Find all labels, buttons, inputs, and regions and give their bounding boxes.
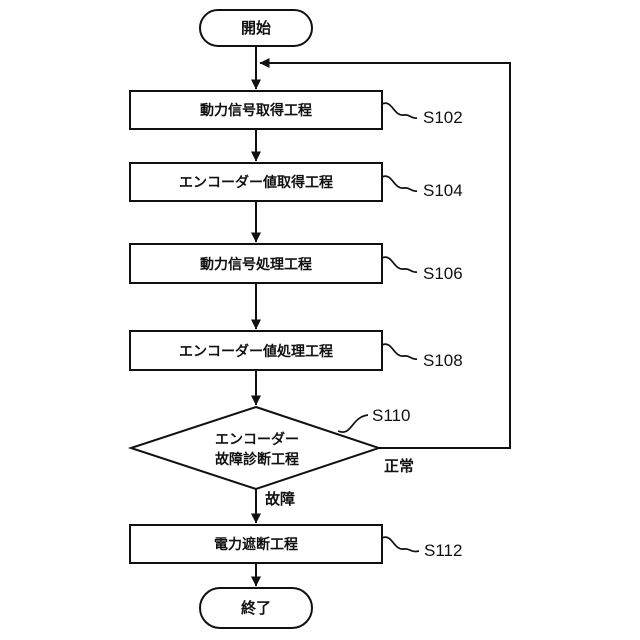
end-terminal [199, 587, 313, 629]
process-box-s106 [129, 243, 383, 284]
step-label-s110: S110 [372, 406, 410, 425]
leader-s110 [337, 414, 369, 433]
leader-s102 [381, 102, 418, 119]
process-box-s112 [129, 524, 383, 564]
decision-label-line2: 故障診断工程 [215, 451, 299, 467]
process-label-s112: 電力遮断工程 [214, 536, 298, 552]
end-label: 終了 [241, 599, 271, 617]
leader-s104 [381, 175, 418, 192]
leader-s106 [381, 256, 418, 273]
leader-s112 [381, 536, 420, 553]
process-box-s108 [129, 330, 383, 371]
step-label-s102: S102 [423, 108, 463, 127]
leader-s108 [381, 343, 418, 360]
step-label-s106: S106 [423, 264, 463, 283]
decision-diamond-s110 [127, 405, 383, 491]
process-label-s104: エンコーダー値取得工程 [179, 174, 333, 190]
process-label-s108: エンコーダー値処理工程 [179, 343, 333, 359]
feedback-loop-line [259, 58, 511, 449]
process-label-s102: 動力信号取得工程 [200, 102, 312, 118]
step-label-s108: S108 [423, 351, 463, 370]
process-box-s104 [129, 162, 383, 202]
branch-label-normal: 正常 [384, 457, 414, 475]
start-label: 開始 [241, 19, 271, 37]
start-terminal [199, 9, 313, 47]
branch-label-fault: 故障 [265, 490, 295, 508]
decision-label-line1: エンコーダー [215, 431, 299, 447]
process-label-s106: 動力信号処理工程 [200, 256, 312, 272]
step-label-s104: S104 [423, 181, 463, 200]
step-label-s112: S112 [424, 541, 462, 560]
process-box-s102 [129, 90, 383, 130]
